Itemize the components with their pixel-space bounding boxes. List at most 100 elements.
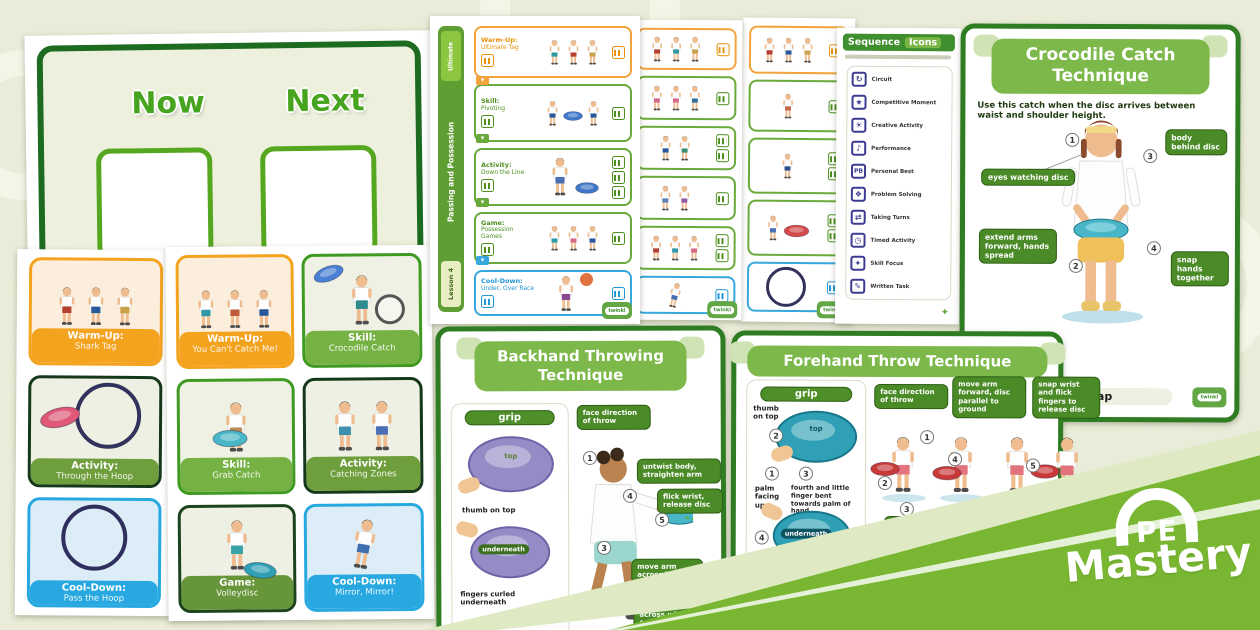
grip-heading: grip [464, 410, 555, 426]
list-item: ☀Creative Activity [851, 117, 947, 134]
card-title: Crocodile Catch [1025, 44, 1176, 66]
card-volleydisc: Game:Volleydisc [177, 504, 297, 614]
hand-icon [454, 519, 480, 540]
card-shark-tag: Warm-Up:Shark Tag [28, 257, 164, 367]
problem-solving-icon: ❖ [850, 186, 866, 202]
sequence-icon [611, 106, 625, 120]
list-item: PB Personal Best [850, 163, 947, 180]
item-label: Written Task [870, 283, 910, 290]
lesson-row-warm-up: Warm-Up:Ultimate Tag [474, 26, 632, 78]
twinkl-leaf-decoration: ✦ [940, 307, 950, 319]
now-next-board-sheet: Now Next [24, 30, 436, 262]
lesson-number: Lesson 4 [441, 261, 461, 307]
sequence-icon [611, 45, 625, 59]
grip-heading: grip [760, 386, 853, 402]
card-name: You Can't Catch Me! [192, 343, 279, 355]
card-you-cant-catch-me: Warm-Up:You Can't Catch Me! [175, 254, 295, 370]
card-title-banner: Crocodile Catch Technique [991, 38, 1210, 94]
sequence-icon [715, 134, 729, 148]
grip-marker: 3 [798, 466, 813, 481]
item-label: Personal Best [871, 168, 914, 175]
card-title-banner: Forehand Throw Technique [747, 345, 1048, 378]
step-marker: 3 [1143, 149, 1158, 164]
sequence-icon [715, 249, 729, 263]
sequence-icon [611, 286, 625, 300]
sequence-icon [611, 155, 625, 169]
hand-icon [456, 475, 482, 496]
callout-untwist: untwist body, straighten arm [636, 458, 721, 484]
card-mirror-mirror: Cool-Down:Mirror, Mirror! [303, 502, 425, 612]
pe-mastery-logo: PE Mastery [1060, 483, 1255, 592]
card-title: Technique [1052, 66, 1149, 87]
card-illustration [306, 380, 421, 457]
written-task-icon: ✎ [850, 278, 866, 294]
next-empty-box [260, 144, 378, 259]
performance-icon: ♪ [851, 140, 867, 156]
item-label: Competitive Moment [871, 99, 937, 106]
unit-title: Passing and Possession [446, 121, 456, 223]
grip-note: thumb on top [462, 506, 516, 515]
callout-flick: flick wrist, release disc [656, 488, 724, 514]
activity-grid-icon [481, 114, 494, 128]
card-name: Shark Tag [74, 341, 117, 352]
sequence-icon [715, 234, 729, 248]
timed-activity-icon: ◷ [850, 232, 866, 248]
sequence-icons-header: Sequence Icons [842, 33, 955, 52]
personal-best-icon: PB [850, 163, 867, 179]
catcher-illustration [1061, 120, 1144, 324]
now-heading: Now [131, 85, 206, 122]
twinkl-badge: twinkl [602, 302, 632, 319]
step-marker: 4 [947, 452, 963, 467]
row-name: Ultimate Tag [481, 43, 519, 51]
card-illustration [31, 378, 160, 459]
list-item: ♪Performance [851, 140, 947, 157]
activity-grid-icon [481, 243, 494, 257]
now-empty-box [96, 147, 214, 261]
card-name: Through the Hoop [56, 470, 134, 482]
card-illustration [32, 260, 160, 329]
card-name: Crocodile Catch [328, 342, 396, 354]
disc-underneath-label: underneath [478, 544, 529, 555]
activity-grid-icon [481, 178, 494, 192]
card-through-the-hoop: Activity:Through the Hoop [27, 375, 163, 489]
taking-turns-icon: ⇄ [850, 209, 866, 225]
step-marker: 4 [622, 488, 638, 503]
lesson-plan-sheet-1: Ultimate Passing and Possession Lesson 4… [430, 16, 640, 324]
item-label: Skill Focus [870, 260, 904, 267]
twinkl-badge: twinkl [707, 301, 738, 319]
unit-tag: Ultimate [441, 31, 461, 81]
card-name: Catching Zones [330, 468, 397, 480]
step-marker: 2 [877, 475, 892, 490]
circuit-icon: ↻ [851, 71, 867, 87]
grip-note: thumb on top [753, 404, 779, 421]
grip-marker: 2 [769, 428, 784, 443]
card-name: Pass the Hoop [63, 592, 125, 604]
step-marker: 5 [1025, 458, 1041, 473]
card-title: Technique [537, 365, 624, 384]
item-label: Creative Activity [871, 122, 924, 129]
disc-icon [212, 429, 248, 448]
item-label: Circuit [871, 76, 893, 83]
row-name: Pivoting [481, 104, 506, 112]
callout-face-direction: face direction of throw [576, 404, 651, 430]
activity-grid-icon [481, 53, 494, 67]
list-item: ✦ Skill Focus [850, 255, 946, 272]
sequence-icon [611, 231, 625, 245]
callout-snap-wrist: snap wrist and flick fingers to release … [1032, 376, 1101, 419]
list-item: ◷Timed Activity [850, 232, 946, 249]
skill-focus-icon: ✦ [850, 255, 866, 271]
step-marker: 2 [1068, 258, 1083, 273]
card-grab-catch: Skill:Grab Catch [176, 378, 296, 496]
card-crocodile-catch: Skill:Crocodile Catch [301, 252, 423, 368]
step-marker: 1 [1065, 132, 1080, 147]
next-heading: Next [285, 83, 365, 120]
callout-eyes: eyes watching disc [981, 168, 1076, 186]
callout-face-direction: face direction of throw [874, 383, 949, 409]
disc-icon [242, 560, 278, 581]
row-type: Skill: [481, 97, 500, 106]
wheelchair-wheel-icon [374, 294, 406, 325]
hand-icon [769, 443, 795, 464]
list-item: ✎ Written Task [850, 278, 946, 295]
card-illustration [180, 381, 293, 458]
disc-top-view: top [467, 436, 554, 493]
